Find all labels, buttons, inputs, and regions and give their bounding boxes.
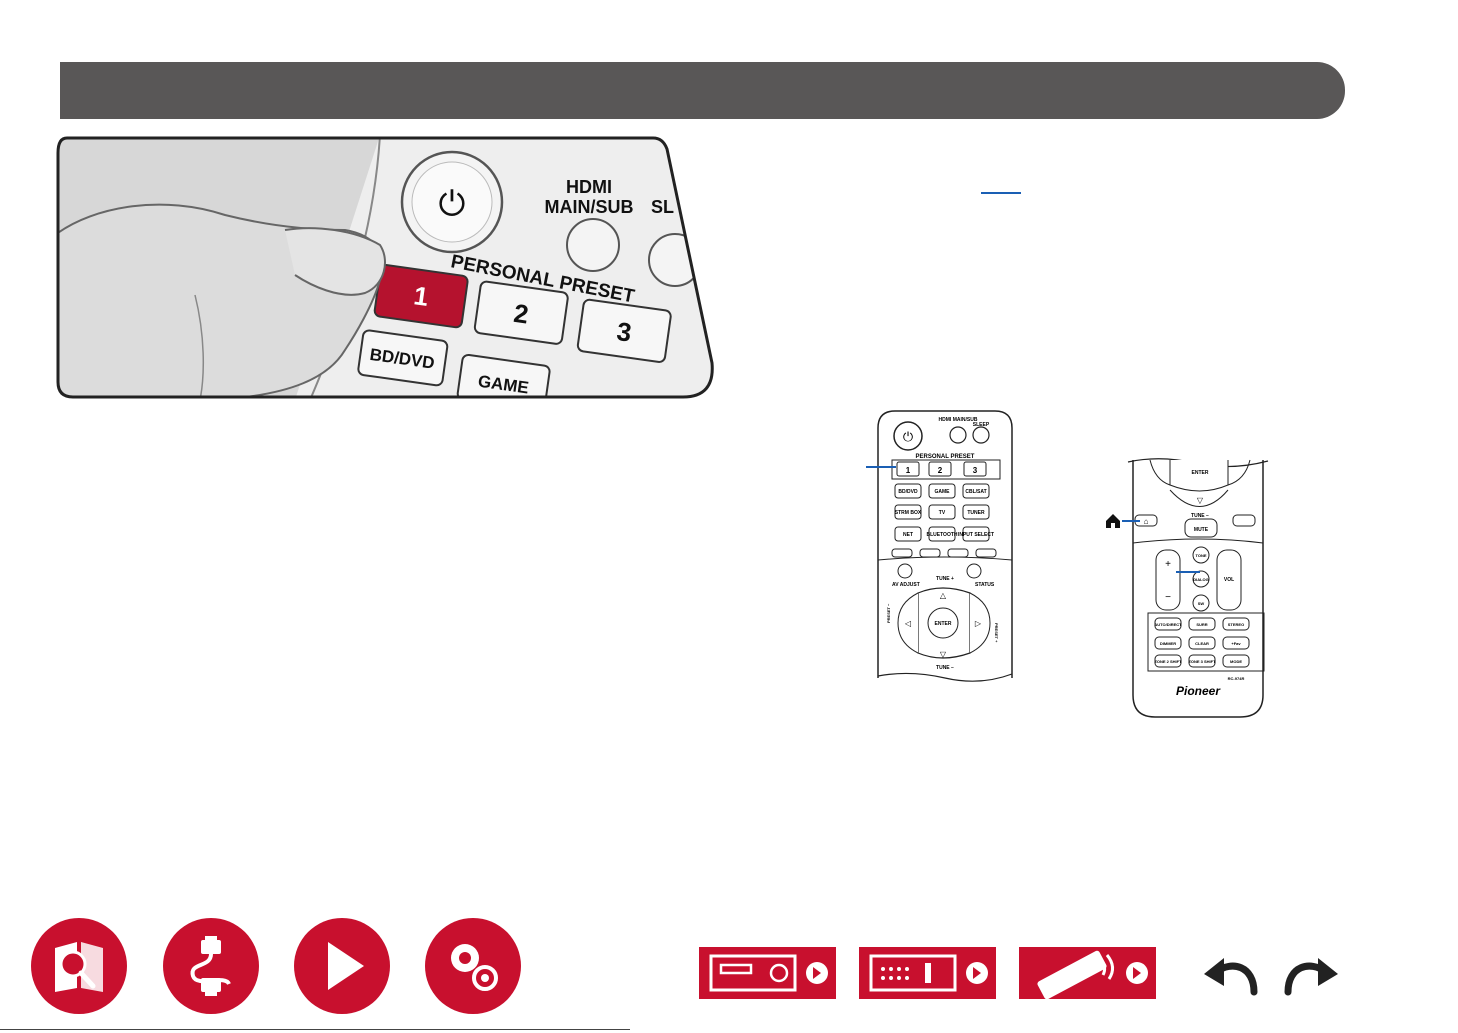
remote-illustration-full: ⏻ HDMI MAIN/SUB SLEEP PERSONAL PRESET 1 … (870, 408, 1020, 690)
svg-text:2: 2 (938, 466, 943, 475)
svg-text:CLEAR: CLEAR (1195, 641, 1209, 646)
svg-text:ZONE 3 SHIFT: ZONE 3 SHIFT (1188, 659, 1216, 664)
svg-text:DIALOG: DIALOG (1193, 577, 1209, 582)
svg-text:MUTE: MUTE (1194, 527, 1209, 533)
svg-text:BLUETOOTH: BLUETOOTH (926, 532, 957, 538)
svg-text:▽: ▽ (1197, 496, 1204, 505)
svg-text:TUNER: TUNER (967, 510, 985, 516)
remote-power-icon: ⏻ (903, 430, 913, 445)
preset-callout-line (866, 466, 896, 468)
front-panel-photo: ⏻ HDMI MAIN/SUB SL PERSONAL PRESET 1 2 3 (55, 135, 715, 400)
home-icon (1106, 514, 1140, 528)
svg-text:−: − (1165, 592, 1171, 603)
rear-panel-icon (869, 954, 988, 992)
svg-text:STEREO: STEREO (1228, 622, 1244, 627)
dialog-callout-line (1176, 571, 1200, 573)
svg-text:PRESET −: PRESET − (886, 603, 891, 623)
svg-text:CBL/SAT: CBL/SAT (965, 489, 986, 495)
front-panel-icon (709, 954, 828, 992)
front-panel-nav-card[interactable] (699, 947, 836, 999)
svg-text:ENTER: ENTER (935, 621, 952, 627)
svg-text:STRM BOX: STRM BOX (895, 510, 922, 516)
svg-text:SURR: SURR (1196, 622, 1207, 627)
play-icon[interactable] (294, 918, 390, 1014)
rear-panel-nav-card[interactable] (859, 947, 996, 999)
hdmi-label-2: MAIN/SUB (545, 197, 634, 217)
svg-text:▽: ▽ (940, 650, 947, 659)
settings-gears-icon[interactable] (425, 918, 521, 1014)
svg-text:AV ADJUST: AV ADJUST (892, 582, 920, 588)
svg-text:TUNE −: TUNE − (936, 665, 954, 671)
section-header-bar (60, 62, 1345, 119)
preset-2: 2 (512, 298, 531, 330)
svg-text:SW: SW (1198, 601, 1205, 606)
svg-text:VOL: VOL (1224, 577, 1234, 583)
svg-text:NET: NET (903, 532, 913, 538)
manual-search-icon[interactable] (31, 918, 127, 1014)
svg-text:+Fav: +Fav (1231, 641, 1241, 646)
svg-text:MODE: MODE (1230, 659, 1242, 664)
remote-illustration-partial: ENTER ▽ TUNE − ⌂ MUTE + − VOL TONE DIALO… (1100, 455, 1280, 720)
svg-text:1: 1 (906, 466, 911, 475)
svg-text:INPUT SELECT: INPUT SELECT (958, 532, 994, 538)
svg-text:▷: ▷ (975, 619, 982, 628)
svg-text:Pioneer: Pioneer (1176, 684, 1221, 698)
svg-text:GAME: GAME (935, 489, 951, 495)
svg-text:◁: ◁ (905, 619, 912, 628)
svg-text:STATUS: STATUS (975, 582, 995, 588)
svg-text:PERSONAL PRESET: PERSONAL PRESET (916, 454, 975, 460)
svg-text:3: 3 (973, 466, 978, 475)
svg-text:SLEEP: SLEEP (973, 422, 990, 428)
svg-text:DIMMER: DIMMER (1160, 641, 1176, 646)
svg-text:ENTER: ENTER (1192, 470, 1209, 476)
svg-text:+: + (1165, 559, 1171, 570)
svg-text:TUNE +: TUNE + (936, 576, 954, 582)
remote-home-icon: ⌂ (1144, 517, 1149, 526)
svg-text:AUTO/DIRECT: AUTO/DIRECT (1154, 622, 1182, 627)
preset-3: 3 (615, 316, 634, 348)
svg-text:BD/DVD: BD/DVD (898, 489, 918, 495)
svg-text:HDMI MAIN/SUB: HDMI MAIN/SUB (939, 417, 978, 423)
svg-text:RC-974R: RC-974R (1228, 676, 1245, 681)
svg-text:PRESET +: PRESET + (994, 623, 999, 643)
remote-icon (1037, 950, 1148, 999)
cable-icon[interactable] (163, 918, 259, 1014)
undo-arrow-icon[interactable] (1202, 950, 1262, 1002)
svg-text:ZONE 2 SHIFT: ZONE 2 SHIFT (1154, 659, 1182, 664)
remote-nav-card[interactable] (1019, 947, 1156, 999)
power-icon: ⏻ (439, 184, 466, 224)
svg-text:TONE: TONE (1195, 553, 1206, 558)
svg-text:TUNE −: TUNE − (1191, 513, 1209, 519)
svg-text:TV: TV (939, 510, 946, 516)
hdmi-label-1: HDMI (566, 177, 612, 197)
svg-text:△: △ (940, 591, 947, 600)
sleep-label: SL (651, 197, 674, 217)
footer-rule (0, 1029, 630, 1030)
redo-arrow-icon[interactable] (1280, 950, 1340, 1002)
reference-link-underline[interactable] (981, 192, 1021, 194)
preset-1: 1 (412, 280, 431, 312)
